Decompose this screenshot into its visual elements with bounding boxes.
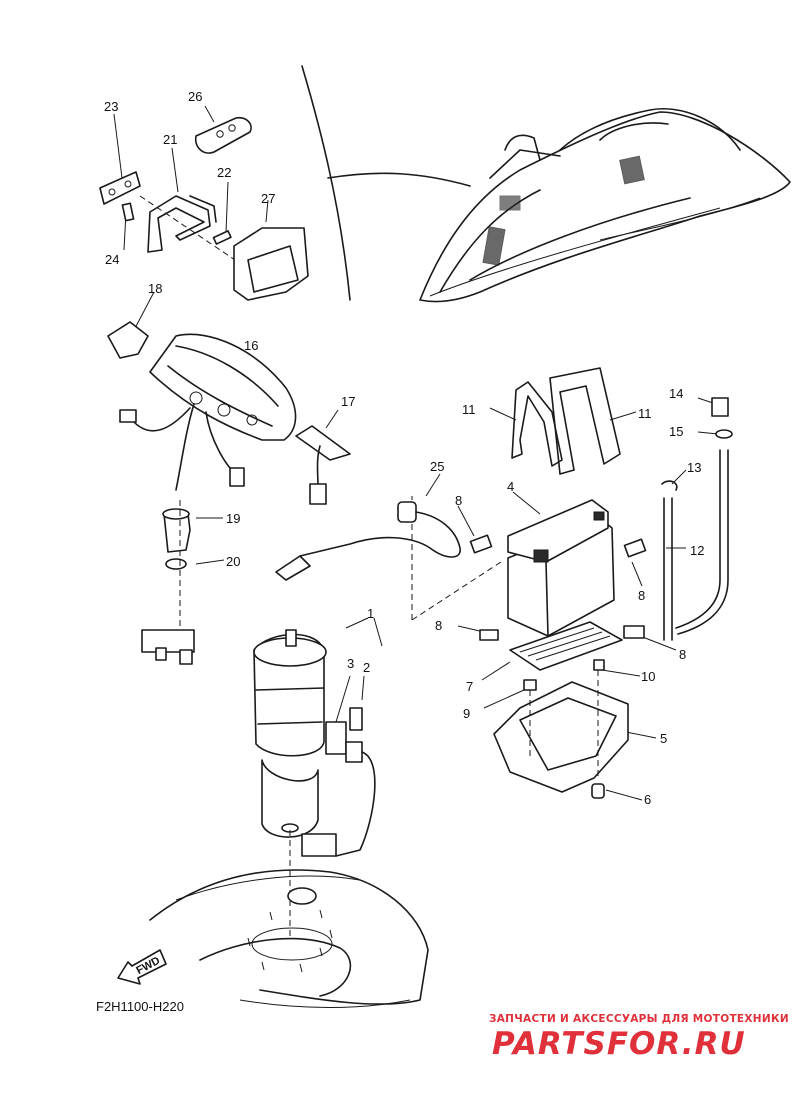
callout-10: 10 xyxy=(641,669,655,684)
hull-floor xyxy=(149,869,429,1008)
callout-7: 7 xyxy=(466,679,473,694)
callout-3: 3 xyxy=(347,656,354,671)
callout-8-pad-right-upper: 8 xyxy=(638,588,645,603)
callout-12: 12 xyxy=(690,543,704,558)
callout-5: 5 xyxy=(660,731,667,746)
callout-23: 23 xyxy=(104,99,118,114)
meter-group xyxy=(107,291,351,665)
callout-27: 27 xyxy=(261,191,275,206)
callout-4: 4 xyxy=(507,479,514,494)
watermark-tagline: ЗАПЧАСТИ И АКСЕССУАРЫ ДЛЯ МОТОТЕХНИКИ xyxy=(489,1013,789,1025)
callout-2: 2 xyxy=(363,660,370,675)
callout-8-pad-left-upper: 8 xyxy=(455,493,462,508)
callout-14: 14 xyxy=(669,386,683,401)
watermark-logo: PARTSFOR.RU xyxy=(492,1026,746,1062)
callout-13: 13 xyxy=(687,460,701,475)
callout-22: 22 xyxy=(217,165,231,180)
fuel-pump-group xyxy=(253,617,383,940)
callout-24: 24 xyxy=(105,252,119,267)
callout-11-right: 11 xyxy=(638,406,652,421)
remote-control-group xyxy=(99,105,309,301)
callout-17: 17 xyxy=(341,394,355,409)
callout-25: 25 xyxy=(430,459,444,474)
forward-direction-arrow: FWD xyxy=(117,949,167,985)
callout-1: 1 xyxy=(367,606,374,621)
callout-9: 9 xyxy=(463,706,470,721)
callout-6: 6 xyxy=(644,792,651,807)
watermark: ЗАПЧАСТИ И АКСЕССУАРЫ ДЛЯ МОТОТЕХНИКИ PA… xyxy=(489,1013,789,1062)
callout-labels: 1 2 3 4 5 6 7 8 8 8 8 9 10 11 11 12 13 1… xyxy=(104,89,704,807)
callout-18: 18 xyxy=(148,281,162,296)
battery-group xyxy=(275,367,733,801)
diagram-code: F2H1100-H220 xyxy=(96,999,184,1014)
callout-15: 15 xyxy=(669,424,683,439)
callout-20: 20 xyxy=(226,554,240,569)
callout-19: 19 xyxy=(226,511,240,526)
callout-8-pad-left-lower: 8 xyxy=(435,618,442,633)
callout-21: 21 xyxy=(163,132,177,147)
callout-16: 16 xyxy=(244,338,258,353)
watercraft-illustration xyxy=(301,65,791,303)
callout-8-pad-right-lower: 8 xyxy=(679,647,686,662)
callout-11-left: 11 xyxy=(462,402,476,417)
callout-26: 26 xyxy=(188,89,202,104)
